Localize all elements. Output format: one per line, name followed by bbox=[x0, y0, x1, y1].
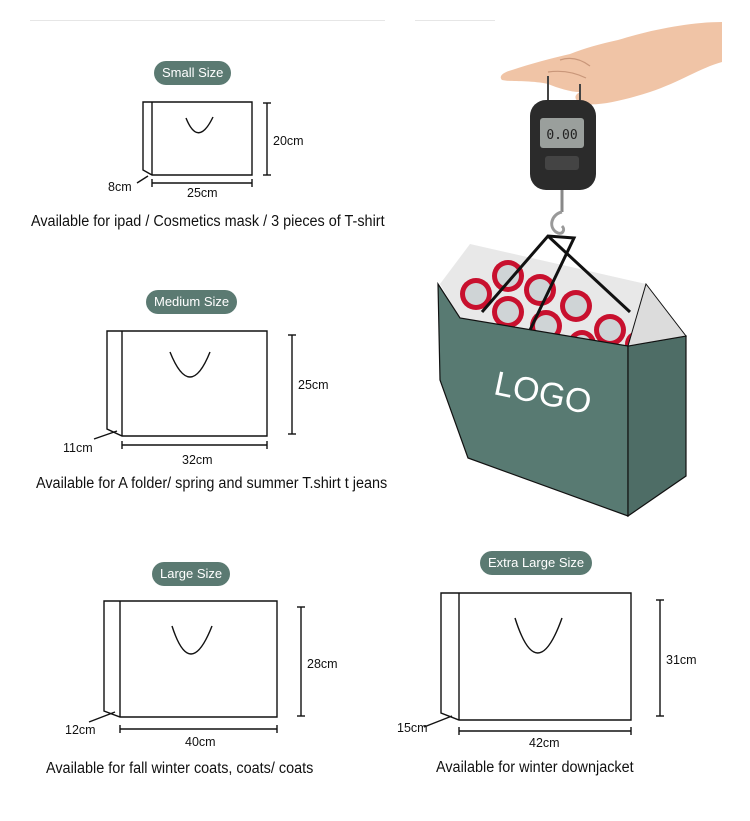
xl-height-label: 31cm bbox=[666, 653, 697, 667]
xl-width-label: 42cm bbox=[529, 736, 560, 750]
large-size-description: Available for fall winter coats, coats/ … bbox=[46, 760, 314, 777]
product-photo: 0.00 LOGO bbox=[437, 22, 722, 518]
small-bag-drawing bbox=[142, 101, 253, 176]
medium-dimension-lines bbox=[93, 334, 296, 449]
faint-divider-right bbox=[415, 20, 495, 21]
scale-display-reading: 0.00 bbox=[546, 128, 577, 143]
medium-depth-label: 11cm bbox=[63, 441, 93, 455]
small-size-pill: Small Size bbox=[154, 61, 232, 85]
xl-bag-drawing bbox=[440, 592, 632, 721]
medium-bag-drawing bbox=[106, 330, 268, 437]
large-size-pill: Large Size bbox=[152, 562, 231, 586]
large-height-label: 28cm bbox=[307, 657, 338, 671]
medium-height-label: 25cm bbox=[298, 378, 329, 392]
hand-icon bbox=[500, 22, 722, 105]
medium-size-description: Available for A folder/ spring and summe… bbox=[36, 475, 388, 492]
large-bag-drawing bbox=[103, 600, 278, 718]
xl-size-pill: Extra Large Size bbox=[480, 551, 593, 575]
medium-width-label: 32cm bbox=[182, 453, 213, 467]
large-dimension-lines bbox=[88, 606, 305, 733]
small-dimension-lines bbox=[136, 102, 271, 187]
small-height-label: 20cm bbox=[273, 134, 304, 148]
xl-size-description: Available for winter downjacket bbox=[436, 759, 634, 776]
large-depth-label: 12cm bbox=[65, 723, 96, 737]
large-width-label: 40cm bbox=[185, 735, 216, 749]
small-depth-label: 8cm bbox=[108, 180, 132, 194]
faint-divider-left bbox=[30, 20, 385, 21]
medium-size-pill: Medium Size bbox=[146, 290, 238, 314]
xl-dimension-lines bbox=[423, 599, 664, 735]
xl-depth-label: 15cm bbox=[397, 721, 428, 735]
small-size-description: Available for ipad / Cosmetics mask / 3 … bbox=[31, 213, 385, 230]
small-width-label: 25cm bbox=[187, 186, 218, 200]
